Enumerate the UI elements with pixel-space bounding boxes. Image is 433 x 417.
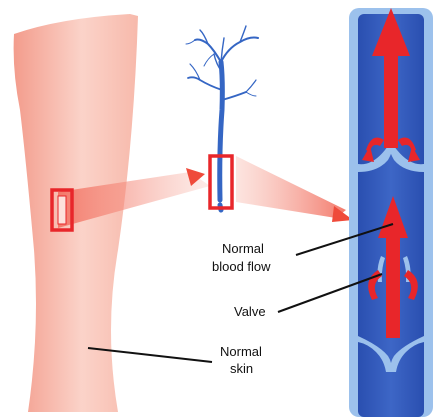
zoom-beam-2 <box>236 156 346 218</box>
skin-label-line1: Normal <box>220 344 262 359</box>
blood-flow-label-line1: Normal <box>222 241 264 256</box>
leg-zoom-box-inner <box>58 196 66 224</box>
valve-label: Valve <box>234 304 266 319</box>
blood-flow-label-line2: blood flow <box>212 259 271 274</box>
skin-label-line2: skin <box>230 361 253 376</box>
